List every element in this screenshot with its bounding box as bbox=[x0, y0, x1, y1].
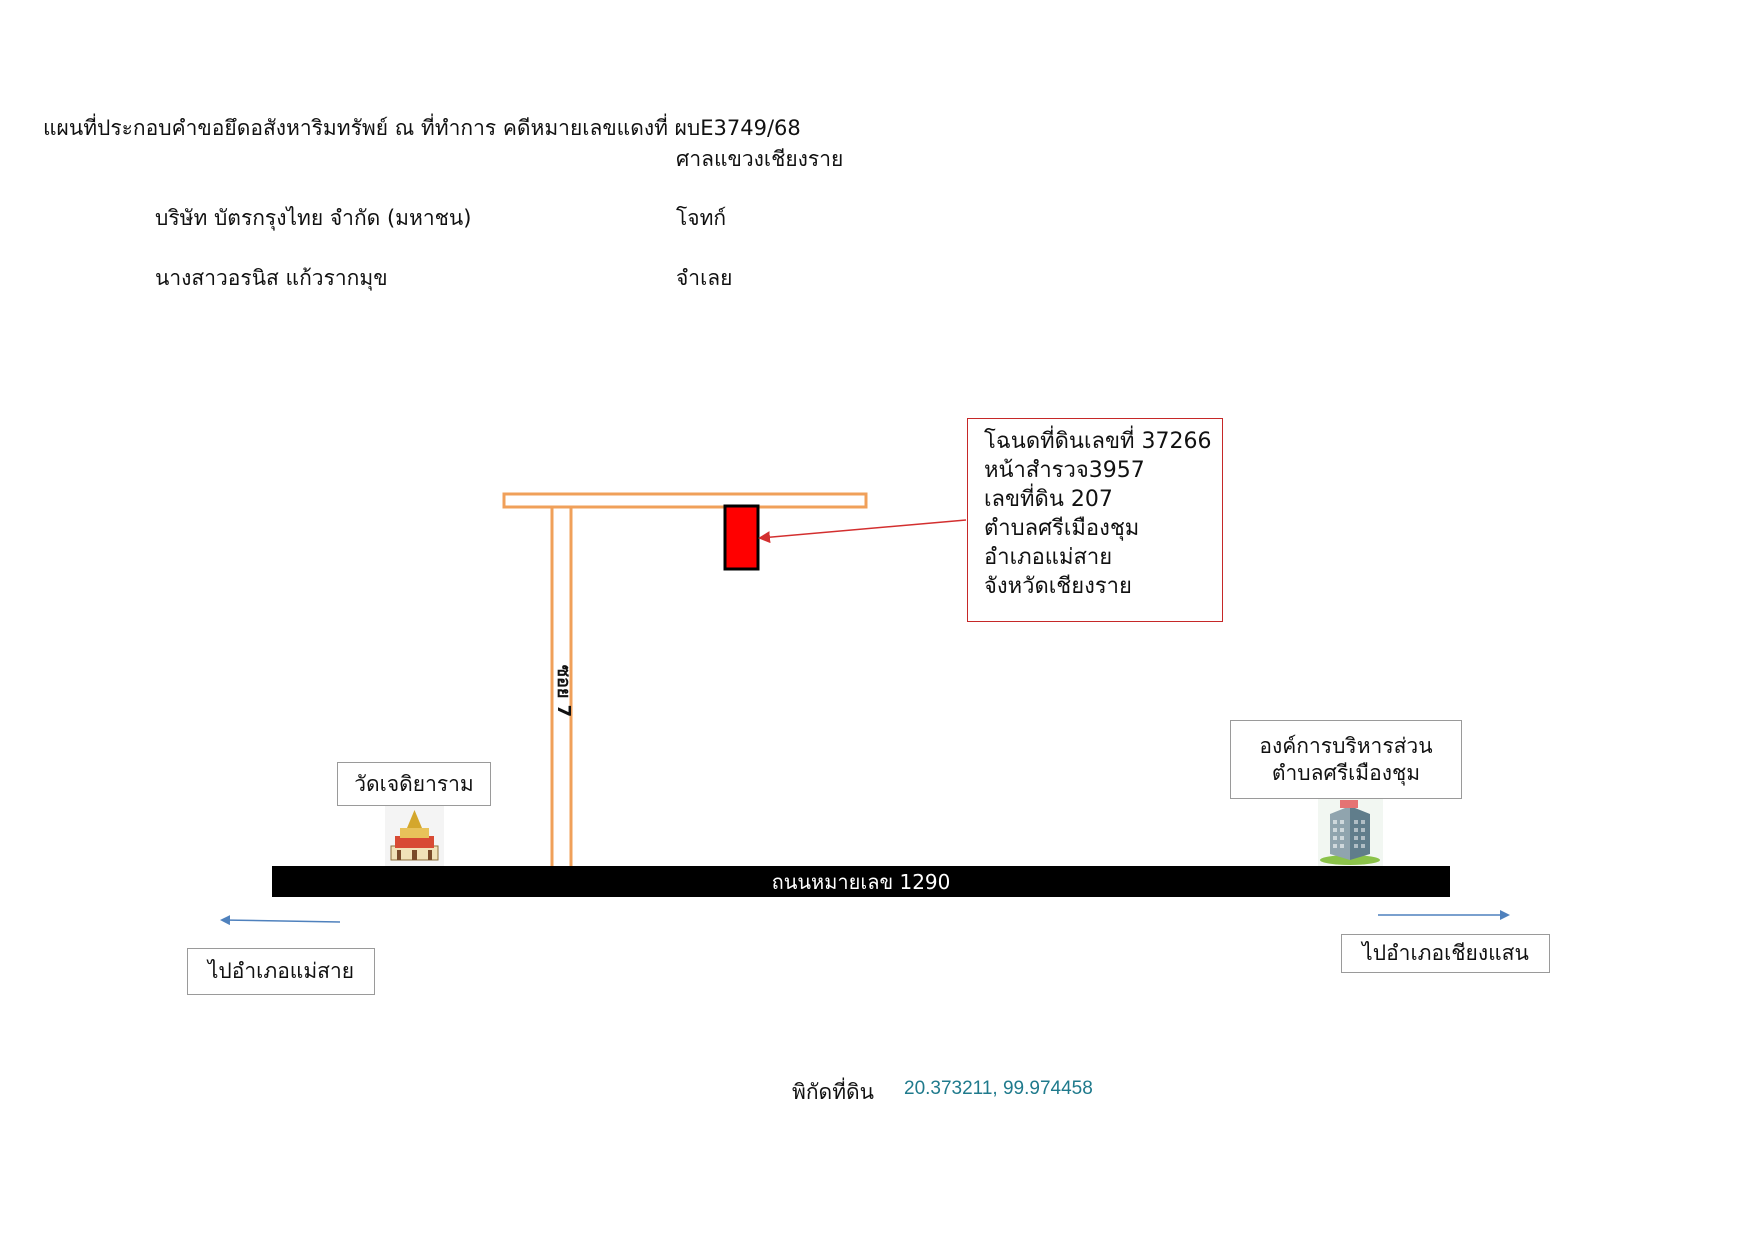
parcel-pointer bbox=[758, 519, 967, 544]
defendant-name: นางสาวอรนิส แก้วรากมุข bbox=[155, 266, 388, 290]
coordinates-value: 20.373211, 99.974458 bbox=[904, 1078, 1093, 1099]
building-icon bbox=[1318, 798, 1383, 866]
parcel-district: อำเภอแม่สาย bbox=[984, 545, 1113, 570]
parcel-info-box: โฉนดที่ดินเลขที่ 37266 หน้าสำรวจ3957 เลข… bbox=[967, 418, 1223, 622]
defendant-role: จำเลย bbox=[676, 266, 733, 290]
page-title: แผนที่ประกอบคำขอยึดอสังหาริมทรัพย์ ณ ที่… bbox=[43, 116, 801, 140]
parcel-land-number: เลขที่ดิน 207 bbox=[984, 487, 1113, 512]
parcel-province: จังหวัดเชียงราย bbox=[984, 574, 1132, 599]
office-label-line2: ตำบลศรีเมืองชุม bbox=[1271, 760, 1421, 785]
soi-7-label: ซอย 7 bbox=[553, 664, 574, 718]
plaintiff-role: โจทก์ bbox=[676, 206, 727, 230]
parcel-marker bbox=[723, 504, 760, 571]
main-road-label: ถนนหมายเลข 1290 bbox=[771, 869, 951, 894]
parcel-survey-page: หน้าสำรวจ3957 bbox=[984, 458, 1145, 483]
plaintiff-name: บริษัท บัตรกรุงไทย จำกัด (มหาชน) bbox=[155, 206, 472, 230]
lane-road bbox=[502, 492, 868, 509]
parcel-subdistrict: ตำบลศรีเมืองชุม bbox=[984, 516, 1140, 541]
court-name: ศาลแขวงเชียงราย bbox=[676, 147, 844, 171]
office-label-line1: องค์การบริหารส่วน bbox=[1259, 733, 1433, 758]
office-label: องค์การบริหารส่วน ตำบลศรีเมืองชุม bbox=[1230, 720, 1462, 799]
direction-left-label: ไปอำเภอแม่สาย bbox=[187, 948, 375, 995]
parcel-deed-number: โฉนดที่ดินเลขที่ 37266 bbox=[984, 429, 1212, 454]
arrow-left-icon bbox=[220, 915, 341, 926]
temple-label: วัดเจดิยาราม bbox=[337, 762, 491, 806]
direction-right-label: ไปอำเภอเชียงแสน bbox=[1341, 934, 1550, 973]
coordinates-label: พิกัดที่ดิน bbox=[792, 1080, 875, 1104]
temple-icon bbox=[385, 806, 444, 866]
main-road: ถนนหมายเลข 1290 bbox=[272, 866, 1450, 897]
